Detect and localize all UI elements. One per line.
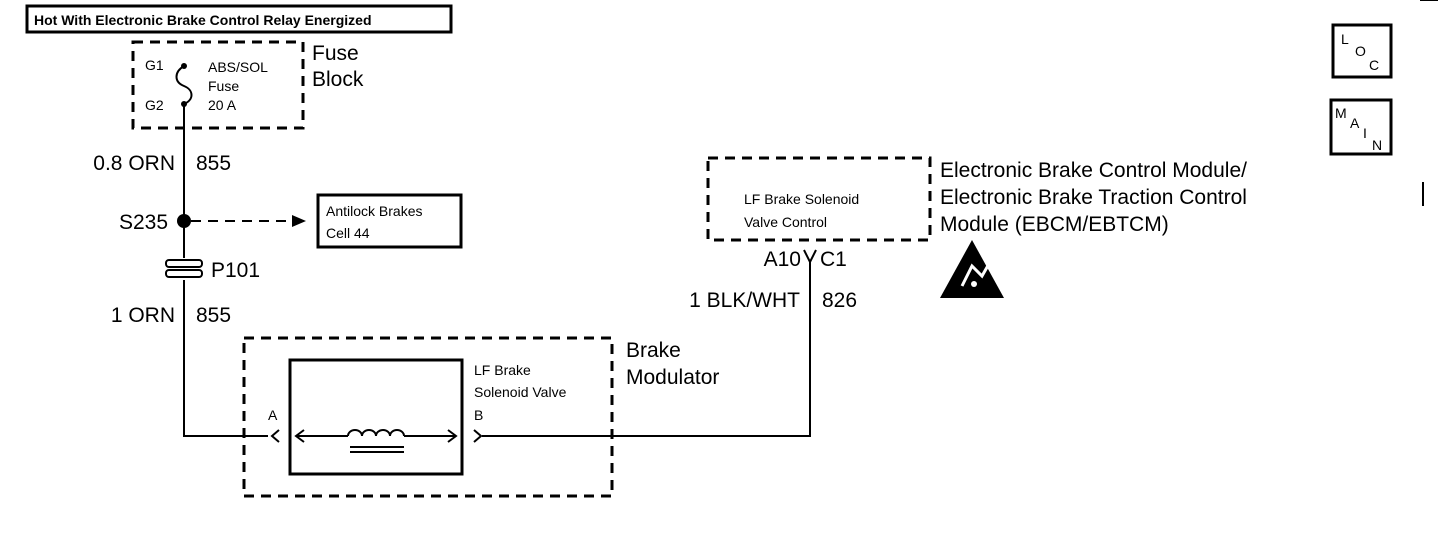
- header-title: Hot With Electronic Brake Control Relay …: [34, 12, 372, 28]
- splice-dot: [177, 214, 191, 228]
- solenoid-coil-symbol: [294, 429, 458, 453]
- brake-modulator-label-2: Modulator: [626, 366, 719, 389]
- fuse-label-2: Fuse: [208, 78, 239, 94]
- ebcm-connector-symbol: [803, 249, 817, 265]
- wire-lower-color: 1 ORN: [111, 304, 175, 327]
- fuse-block-label-2: Block: [312, 68, 364, 91]
- terminal-b-label: B: [474, 407, 483, 423]
- reference-line-2: Cell 44: [326, 225, 370, 241]
- wire-module-circuit: 826: [822, 289, 857, 312]
- main-icon: M A I N: [1329, 98, 1393, 156]
- reference-line-1: Antilock Brakes: [326, 203, 422, 219]
- esd-warning-icon: [940, 240, 1004, 298]
- ebcm-pin-label: A10: [764, 248, 801, 271]
- brake-modulator-outline: [242, 336, 614, 498]
- solenoid-valve-label-2: Solenoid Valve: [474, 384, 567, 400]
- svg-text:C: C: [1369, 57, 1379, 73]
- fuse-label-3: 20 A: [208, 97, 237, 113]
- arrow-right-icon: [292, 215, 306, 227]
- svg-text:L: L: [1341, 31, 1349, 47]
- terminal-a-label: A: [268, 407, 278, 423]
- ebcm-inner-label-1: LF Brake Solenoid: [744, 191, 859, 207]
- fuse-block-label-1: Fuse: [312, 42, 359, 65]
- wire-module-color: 1 BLK/WHT: [689, 289, 800, 312]
- connector-p101-symbol: [165, 259, 203, 278]
- ebcm-label-1: Electronic Brake Control Module/: [940, 159, 1247, 182]
- solenoid-valve-box: [288, 358, 464, 476]
- svg-text:M: M: [1335, 105, 1347, 121]
- ebcm-connector-label: C1: [820, 248, 847, 271]
- ebcm-label-3: Module (EBCM/EBTCM): [940, 213, 1169, 236]
- ebcm-inner-label-2: Valve Control: [744, 214, 827, 230]
- header-box: [25, 4, 453, 34]
- fuse-label-1: ABS/SOL: [208, 59, 268, 75]
- fuse-terminal-g1: G1: [145, 57, 164, 73]
- fuse-terminal-g2: G2: [145, 97, 164, 113]
- wire-826: [482, 262, 811, 437]
- svg-text:I: I: [1363, 125, 1367, 141]
- loc-icon: L O C: [1331, 23, 1393, 79]
- wire-upper-color: 0.8 ORN: [93, 152, 175, 175]
- ebcm-outline: [706, 156, 932, 242]
- wire-lower-circuit: 855: [196, 304, 231, 327]
- terminal-b-chevron-icon: [473, 429, 483, 443]
- svg-text:N: N: [1372, 137, 1382, 153]
- svg-text:A: A: [1350, 115, 1360, 131]
- splice-label: S235: [119, 211, 168, 234]
- fuse-block-outline: [131, 40, 305, 130]
- ebcm-label-2: Electronic Brake Traction Control: [940, 186, 1247, 209]
- svg-text:O: O: [1355, 43, 1366, 59]
- terminal-a-chevron-icon: [270, 429, 280, 443]
- connector-p101-label: P101: [211, 259, 260, 282]
- wire-855-lower: [183, 280, 268, 437]
- wire-upper-circuit: 855: [196, 152, 231, 175]
- solenoid-valve-label-1: LF Brake: [474, 362, 531, 378]
- reference-box: [316, 193, 463, 249]
- brake-modulator-label-1: Brake: [626, 339, 681, 362]
- fuse-symbol: [175, 63, 193, 107]
